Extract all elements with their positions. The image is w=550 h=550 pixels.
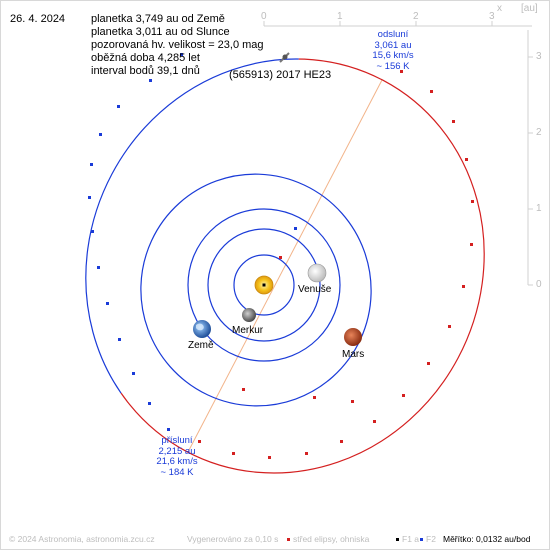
mercury-orbit: [233, 254, 295, 316]
perihelion-distance: 2,215 au: [158, 445, 196, 457]
top-axis: [263, 21, 532, 27]
asteroid-name-label: (565913) 2017 HE23: [229, 69, 332, 81]
perihelion-speed: 21,6 km/s: [156, 456, 198, 467]
top-axis-tick-1: 1: [337, 11, 343, 22]
earth-orbit: [187, 208, 341, 362]
footer-generated: Vygenerováno za 0,10 s: [187, 534, 279, 544]
mars-icon[interactable]: [344, 328, 362, 346]
orbit-point-markers: [88, 53, 474, 459]
top-axis-tick-3: 3: [489, 11, 495, 22]
perihelion-temperature: ~ 184 K: [160, 466, 194, 478]
mars-label: Mars: [342, 349, 365, 360]
apsis-line: [187, 79, 383, 453]
venus-orbit: [207, 228, 321, 342]
mars-orbit: [140, 173, 372, 407]
info-distance-sun: planetka 3,011 au od Slunce: [91, 26, 230, 38]
info-point-interval: interval bodů 39,1 dnů: [91, 65, 200, 77]
footer-legend-markers: [287, 538, 423, 541]
footer-legend-f1: F1 a: [402, 534, 420, 544]
right-axis-tick-1: 1: [536, 203, 542, 214]
top-axis-letter: x: [497, 3, 502, 14]
right-axis: [527, 30, 533, 286]
aphelion-label: odsluní 3,061 au 15,6 km/s ~ 156 K: [368, 29, 418, 72]
sun-icon: [254, 275, 274, 295]
mercury-icon[interactable]: [242, 308, 256, 322]
venus-label: Venuše: [298, 284, 332, 295]
aphelion-speed: 15,6 km/s: [372, 50, 414, 61]
aphelion-distance: 3,061 au: [374, 39, 412, 51]
top-axis-tick-0: 0: [261, 11, 267, 22]
aphelion-temperature: ~ 156 K: [376, 60, 410, 72]
right-axis-tick-2: 2: [536, 127, 542, 138]
footer-scale: Měřítko: 0,0132 au/bod: [443, 534, 531, 544]
earth-label: Země: [188, 340, 214, 351]
right-axis-tick-3: 3: [536, 51, 542, 62]
asteroid-marker-icon[interactable]: [279, 52, 290, 63]
aphelion-title: odsluní: [377, 29, 409, 40]
perihelion-title: přísluní: [161, 435, 193, 446]
venus-icon[interactable]: [307, 263, 327, 283]
right-axis-tick-0: 0: [536, 279, 542, 290]
info-orbital-period: oběžná doba 4,285 let: [91, 52, 200, 64]
info-distance-earth: planetka 3,749 au od Země: [91, 13, 225, 25]
mercury-label: Merkur: [232, 325, 264, 336]
footer-copyright: © 2024 Astronomia, astronomia.zcu.cz: [9, 534, 155, 544]
footer-legend-f2: F2: [426, 534, 436, 544]
info-magnitude: pozorovaná hv. velikost = 23,0 mag: [91, 39, 264, 51]
top-axis-tick-2: 2: [413, 11, 419, 22]
earth-icon[interactable]: [193, 320, 211, 338]
footer-legend-center: střed elipsy, ohniska: [293, 534, 370, 544]
date-label: 26. 4. 2024: [10, 13, 66, 25]
perihelion-label: přísluní 2,215 au 21,6 km/s ~ 184 K: [150, 435, 204, 478]
axis-unit-label: [au]: [521, 3, 538, 14]
